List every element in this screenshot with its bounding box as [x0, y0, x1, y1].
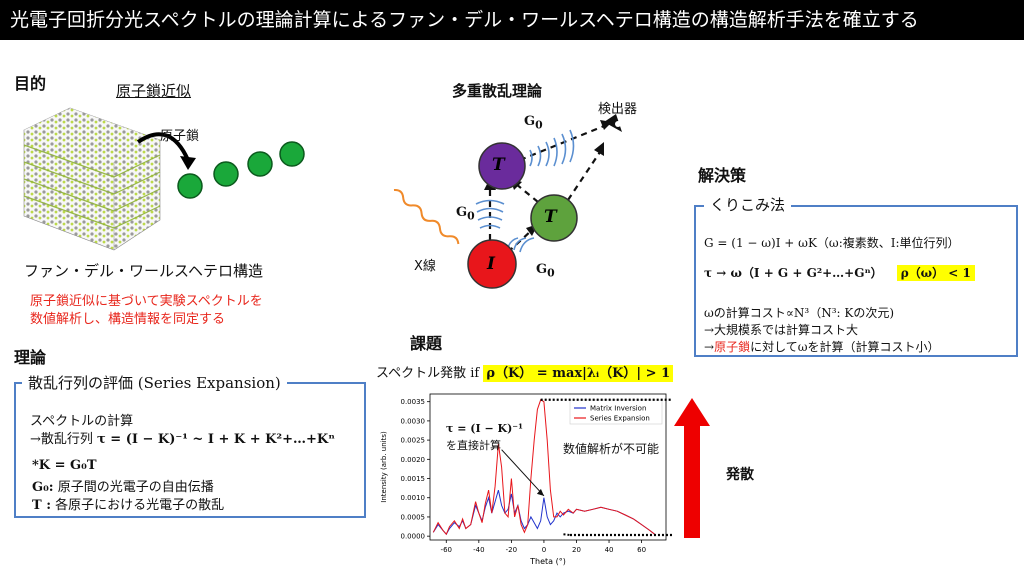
- solution-line4: →大規模系では計算コスト大: [704, 323, 859, 337]
- path-T-right-to-detector: [567, 151, 601, 201]
- y-tick-label: 0.0020: [401, 456, 426, 464]
- solution-line5: →原子鎖に対してωを計算（計算コスト小）: [704, 340, 940, 354]
- x-tick-label: 40: [605, 546, 614, 554]
- g0-label-bottom: G0: [536, 262, 555, 280]
- issue-heading: 課題: [410, 334, 443, 353]
- y-tick-label: 0.0035: [401, 398, 426, 406]
- def-G0: G₀: 原子間の光電子の自由伝播: [32, 480, 214, 495]
- y-tick-label: 0.0030: [401, 417, 426, 425]
- theory-line1: スペクトルの計算: [30, 414, 134, 429]
- atom-I: [467, 239, 517, 289]
- not-possible-text: 数値解析が不可能: [563, 442, 660, 456]
- vdw-heterostructure-block: [23, 107, 161, 251]
- y-tick-label: 0.0000: [401, 533, 426, 541]
- plot-frame: [429, 393, 667, 541]
- solution-heading: 解決策: [698, 166, 747, 185]
- legend-entry: Series Expansion: [590, 415, 650, 423]
- legend-box: [569, 399, 663, 425]
- theory-box-label: 散乱行列の評価 (Series Expansion): [22, 372, 287, 393]
- xray-wave: [393, 188, 460, 245]
- x-axis-label: Theta (°): [529, 557, 566, 566]
- atom-T-top-label: T: [492, 155, 505, 175]
- atom-T-right: [530, 194, 578, 242]
- x-tick-label: 60: [637, 546, 646, 554]
- solution-box: [694, 205, 1018, 357]
- page-title: 光電子回折分光スペクトルの理論計算によるファン・デル・ワールスヘテロ構造の構造解…: [0, 0, 1024, 40]
- structure-caption: ファン・デル・ワールスヘテロ構造: [24, 262, 263, 280]
- renormalization-eq1: G = (1 − ω)I + ωK（ω:複素数、I:単位行列）: [704, 236, 960, 250]
- divergence-label: 発散: [726, 467, 754, 483]
- renormalization-eq2: τ → ω（I + G + G²+…+Gⁿ）ρ（ω） < 1: [704, 264, 975, 281]
- g0-label-left: G0: [456, 205, 475, 223]
- x-tick-label: -60: [441, 546, 452, 554]
- xray-label: X線: [414, 259, 436, 274]
- objective-heading: 目的: [14, 74, 47, 93]
- atomic-chain-approx-title: 原子鎖近似: [116, 82, 192, 100]
- dotted-bottom-connector: [563, 533, 571, 536]
- direct-calc-text: を直接計算: [446, 439, 501, 452]
- scattering-diagram: [393, 114, 622, 289]
- x-tick-label: -20: [506, 546, 517, 554]
- legend-entry: Matrix Inversion: [590, 405, 646, 413]
- series-line-series-expansion: [432, 399, 655, 536]
- x-tick-label: 20: [572, 546, 581, 554]
- structure-illustration: [23, 107, 305, 251]
- direct-calc-math: τ = (I − K)⁻¹: [446, 422, 523, 435]
- def-T: T : 各原子における光電子の散乱: [32, 498, 225, 513]
- def-K: *K = G₀T: [32, 458, 97, 473]
- y-tick-label: 0.0005: [401, 513, 426, 521]
- y-tick-label: 0.0010: [401, 494, 426, 502]
- atom-chain: [177, 141, 305, 199]
- curved-arrow: [136, 132, 190, 161]
- x-tick-label: -40: [473, 546, 484, 554]
- atom-T-right-label: T: [544, 207, 557, 227]
- y-axis-label: Intensity (arb. units): [380, 431, 388, 503]
- path-T-top-to-detector: [519, 124, 605, 162]
- path-T-right-to-T-top: [515, 183, 539, 203]
- divergence-condition: スペクトル発散 if ρ（K） = max|λᵢ（K）| > 1: [376, 362, 674, 382]
- objective-red-text-1: 原子鎖近似に基づいて実験スペクトルを: [30, 294, 263, 309]
- theory-heading: 理論: [14, 348, 47, 367]
- annotation-arrow: [501, 449, 545, 497]
- detector-label: 検出器: [598, 102, 638, 117]
- x-tick-label: 0: [542, 546, 546, 554]
- atom-I-label: I: [487, 254, 495, 274]
- annotation-arrow-head: [536, 488, 544, 496]
- divergence-arrow: [674, 398, 710, 538]
- atom-T-top: [478, 142, 526, 190]
- atomic-chain-label: 原子鎖: [160, 129, 200, 144]
- solution-box-label: くりこみ法: [704, 194, 792, 215]
- detector-icon: [604, 114, 622, 132]
- y-tick-label: 0.0025: [401, 437, 426, 445]
- theory-line2: →散乱行列 τ = (I − K)⁻¹ ~ I + K + K²+…+Kⁿ: [30, 432, 335, 447]
- solution-line3: ωの計算コスト∝N³（N³: Kの次元): [704, 306, 895, 320]
- g0-label-top: G0: [524, 114, 543, 132]
- multiple-scattering-heading: 多重散乱理論: [452, 82, 543, 100]
- y-tick-label: 0.0015: [401, 475, 426, 483]
- intensity-chart: -60 -40 -20 0 20 40 60 0.0000 0.0005 0.0010 0.0015…: [380, 393, 672, 566]
- objective-red-text-2: 数値解析し、構造情報を同定する: [30, 312, 226, 327]
